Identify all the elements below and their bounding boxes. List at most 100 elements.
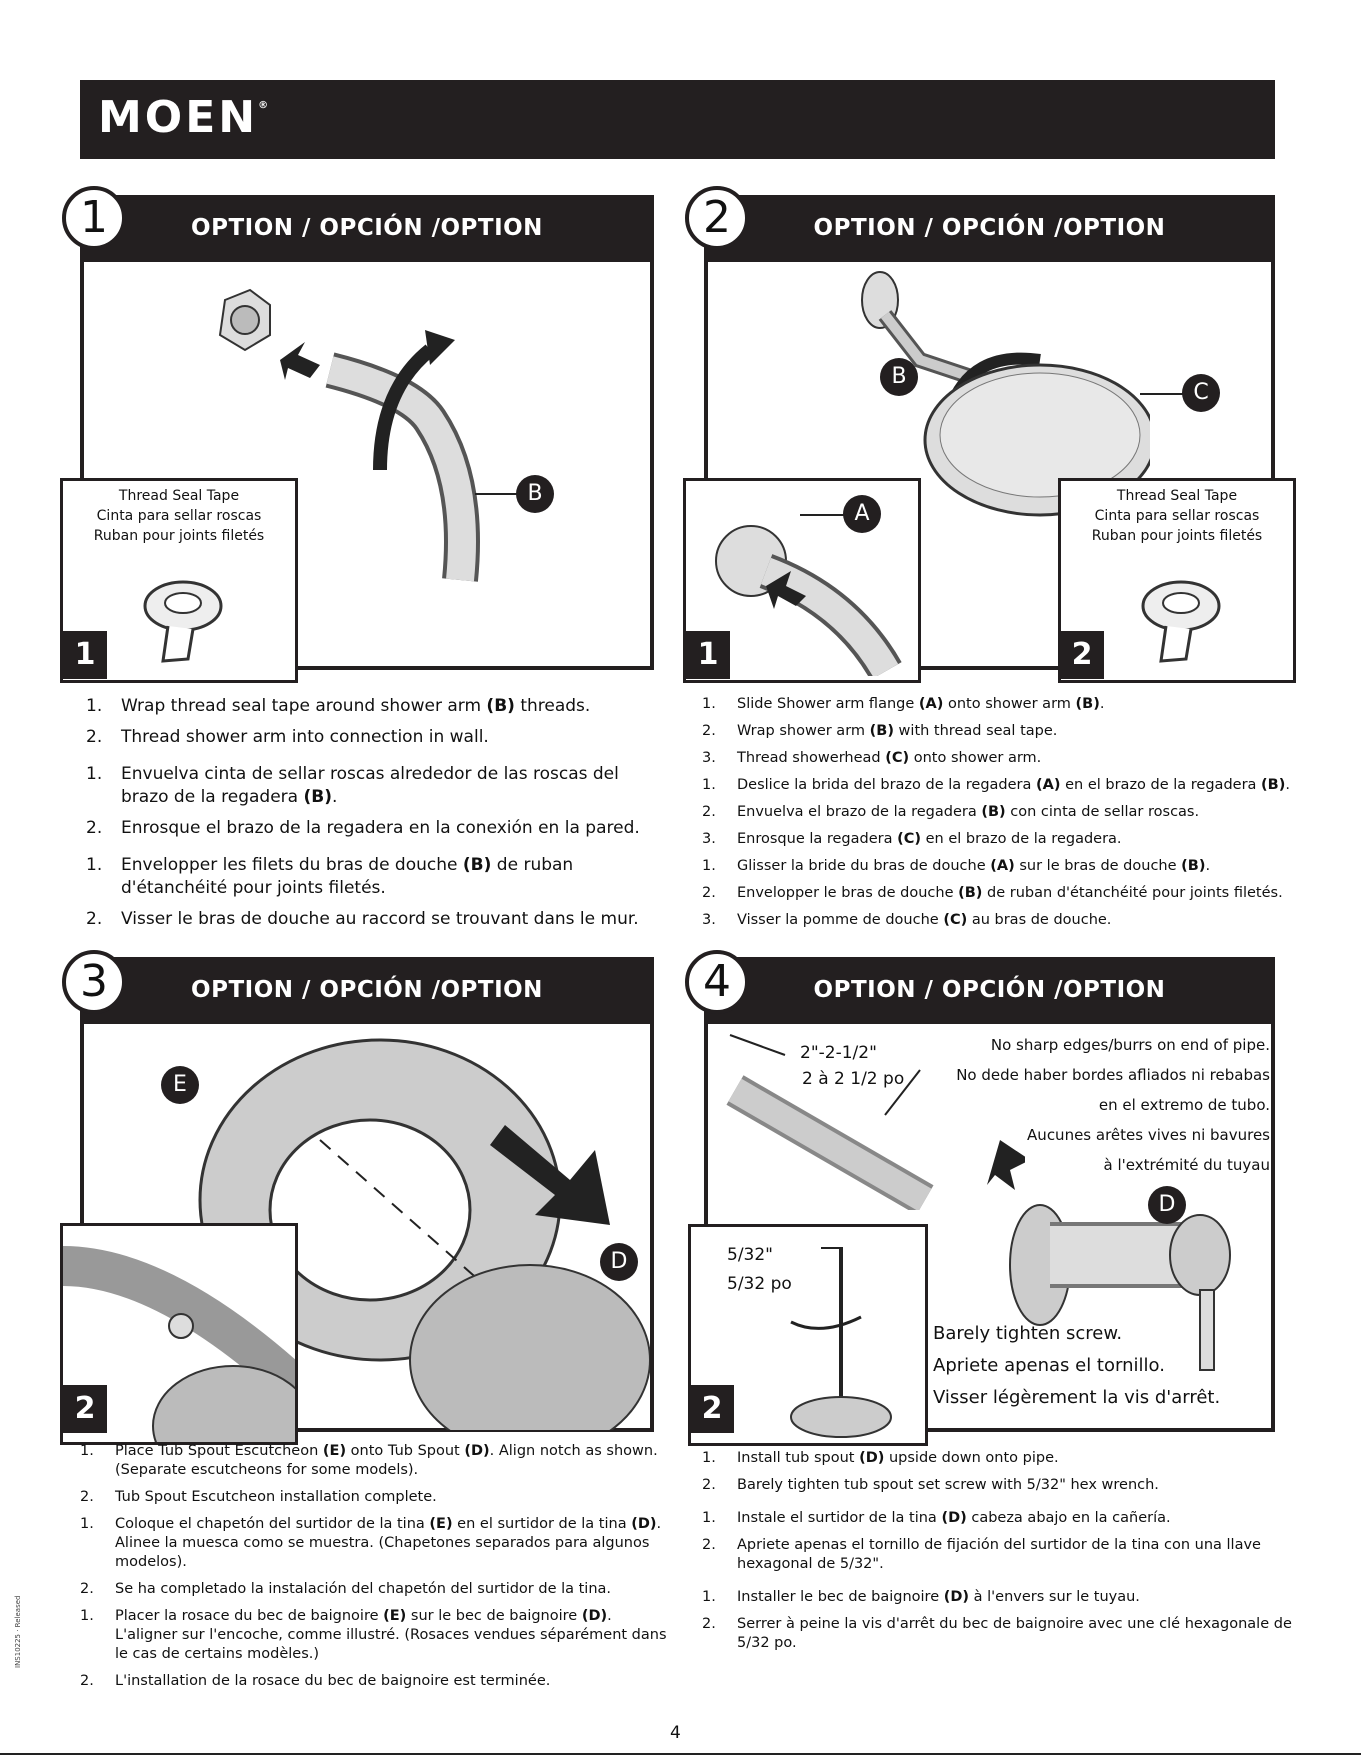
step-badge-2: 2 bbox=[1060, 631, 1104, 679]
panel-1-number: 1 bbox=[62, 186, 126, 250]
moen-logo: MOEN® bbox=[98, 92, 269, 143]
hex-wrench-icon bbox=[790, 1247, 892, 1438]
panel-3-title: OPTION / OPCIÓN /OPTION bbox=[191, 977, 543, 1003]
tape-label-es: Cinta para sellar roscas bbox=[96, 508, 262, 524]
callout-d: D bbox=[1148, 1186, 1186, 1224]
thread-tape-inset: Thread Seal Tape Cinta para sellar rosca… bbox=[1058, 478, 1296, 683]
tighten-note: Barely tighten screw. Apriete apenas el … bbox=[933, 1318, 1220, 1414]
panel-2-number: 2 bbox=[685, 186, 749, 250]
list-item: 3.Thread showerhead (C) onto shower arm. bbox=[702, 750, 1042, 766]
tighten-es: Apriete apenas el tornillo. bbox=[933, 1355, 1165, 1376]
list-item: 2.Se ha completado la instalación del ch… bbox=[80, 1581, 612, 1597]
list-item: 2.Tub Spout Escutcheon installation comp… bbox=[80, 1489, 437, 1505]
list-item: 1.Install tub spout (D) upside down onto… bbox=[702, 1450, 1059, 1466]
list-item: 2.Thread shower arm into connection in w… bbox=[86, 727, 489, 747]
steps-es: 1.Envuelva cinta de sellar roscas alrede… bbox=[86, 763, 666, 840]
tape-roll-icon bbox=[143, 580, 223, 663]
note-es-2: en el extremo de tubo. bbox=[1098, 1096, 1270, 1114]
step-badge-2: 2 bbox=[63, 1385, 107, 1433]
escutcheon-detail bbox=[63, 1246, 295, 1442]
panel-3-header: OPTION / OPCIÓN /OPTION bbox=[80, 957, 654, 1024]
step-badge-1: 1 bbox=[686, 631, 730, 679]
list-item: 1.Envuelva cinta de sellar roscas alrede… bbox=[86, 764, 619, 807]
list-item: 1.Envelopper les filets du bras de douch… bbox=[86, 855, 574, 898]
dimension-label-in: 2"-2-1/2" bbox=[800, 1043, 877, 1063]
list-item: 2.Envuelva el brazo de la regadera (B) c… bbox=[702, 804, 1200, 820]
brand-header-bar bbox=[80, 80, 1275, 159]
panel-4-number: 4 bbox=[685, 950, 749, 1014]
wrench-size-po: 5/32 po bbox=[727, 1274, 792, 1294]
callout-a: A bbox=[843, 495, 881, 533]
tape-label-fr: Ruban pour joints filetés bbox=[93, 528, 265, 544]
tighten-fr: Visser légèrement la vis d'arrêt. bbox=[933, 1387, 1221, 1408]
note-fr-1: Aucunes arêtes vives ni bavures bbox=[1027, 1126, 1270, 1144]
instructions-panel-4: 1.Install tub spout (D) upside down onto… bbox=[702, 1449, 1302, 1661]
step-badge-1: 1 bbox=[63, 631, 107, 679]
tighten-en: Barely tighten screw. bbox=[933, 1323, 1123, 1344]
bottom-rule bbox=[0, 1753, 1361, 1755]
callout-d: D bbox=[600, 1243, 638, 1281]
thread-tape-inset: Thread Seal Tape Cinta para sellar rosca… bbox=[60, 478, 298, 683]
list-item: 2.Enrosque el brazo de la regadera en la… bbox=[86, 818, 640, 838]
showerhead-illustration bbox=[861, 271, 1150, 517]
shower-arm-illustration bbox=[218, 288, 480, 582]
panel-3-number: 3 bbox=[62, 950, 126, 1014]
instructions-panel-3: 1.Place Tub Spout Escutcheon (E) onto Tu… bbox=[80, 1442, 670, 1699]
tape-label-es: Cinta para sellar roscas bbox=[1094, 508, 1260, 524]
dimension-label-po: 2 à 2 1/2 po bbox=[802, 1069, 905, 1089]
wrench-size: 5/32" 5/32 po bbox=[727, 1241, 792, 1299]
steps-panel-4: 1.Install tub spout (D) upside down onto… bbox=[702, 1449, 1302, 1653]
list-item: 2.Apriete apenas el tornillo de fijación… bbox=[702, 1537, 1261, 1572]
wrench-size-in: 5/32" bbox=[727, 1245, 773, 1265]
note-en: No sharp edges/burrs on end of pipe. bbox=[990, 1036, 1270, 1054]
tape-roll-icon bbox=[1141, 580, 1221, 663]
pipe-illustration bbox=[726, 1034, 1025, 1210]
steps-panel-2: 1.Slide Shower arm flange (A) onto showe… bbox=[702, 695, 1302, 930]
panel-1-header: OPTION / OPCIÓN /OPTION bbox=[80, 195, 654, 262]
list-item: 2.Serrer à peine la vis d'arrêt du bec d… bbox=[702, 1616, 1292, 1651]
list-item: 2.Visser le bras de douche au raccord se… bbox=[86, 909, 639, 929]
list-item: 1.Place Tub Spout Escutcheon (E) onto Tu… bbox=[80, 1443, 658, 1478]
list-item: 2.L'installation de la rosace du bec de … bbox=[80, 1673, 551, 1689]
panel-4-title: OPTION / OPCIÓN /OPTION bbox=[813, 977, 1166, 1003]
tub-spout-illustration bbox=[1009, 1204, 1231, 1371]
list-item: 1.Placer la rosace du bec de baignoire (… bbox=[80, 1608, 667, 1662]
tape-label-en: Thread Seal Tape bbox=[1116, 488, 1238, 504]
callout-line bbox=[800, 514, 850, 516]
instructions-panel-1: 1.Wrap thread seal tape around shower ar… bbox=[86, 695, 666, 931]
panel-2-title: OPTION / OPCIÓN /OPTION bbox=[813, 215, 1166, 241]
document-code: INS10225 · Released bbox=[14, 1595, 22, 1668]
tape-label-en: Thread Seal Tape bbox=[118, 488, 240, 504]
step-badge-2: 2 bbox=[690, 1385, 734, 1433]
callout-line bbox=[475, 493, 520, 495]
list-item: 2.Wrap shower arm (B) with thread seal t… bbox=[702, 723, 1058, 739]
steps-fr: 1.Envelopper les filets du bras de douch… bbox=[86, 854, 666, 931]
callout-b: B bbox=[516, 475, 554, 513]
list-item: 3.Enrosque la regadera (C) en el brazo d… bbox=[702, 831, 1122, 847]
note-es-1: No dede haber bordes afliados ni rebabas bbox=[956, 1066, 1270, 1084]
steps-panel-3: 1.Place Tub Spout Escutcheon (E) onto Tu… bbox=[80, 1442, 670, 1691]
list-item: 2.Barely tighten tub spout set screw wit… bbox=[702, 1477, 1159, 1493]
callout-e: E bbox=[161, 1066, 199, 1104]
page-number: 4 bbox=[670, 1723, 681, 1743]
list-item: 1.Slide Shower arm flange (A) onto showe… bbox=[702, 696, 1105, 712]
panel-2-header: OPTION / OPCIÓN /OPTION bbox=[704, 195, 1275, 262]
instructions-panel-2: 1.Slide Shower arm flange (A) onto showe… bbox=[702, 695, 1302, 938]
list-item: 3.Visser la pomme de douche (C) au bras … bbox=[702, 912, 1112, 928]
note-fr-2: à l'extrémité du tuyau bbox=[1103, 1156, 1270, 1174]
pipe-dimension: 2"-2-1/2" 2 à 2 1/2 po bbox=[800, 1040, 904, 1092]
callout-c: C bbox=[1182, 374, 1220, 412]
list-item: 1.Glisser la bride du bras de douche (A)… bbox=[702, 858, 1211, 874]
list-item: 1.Deslice la brida del brazo de la regad… bbox=[702, 777, 1290, 793]
flange-inset bbox=[683, 478, 921, 683]
list-item: 1.Wrap thread seal tape around shower ar… bbox=[86, 696, 591, 716]
list-item: 1.Instale el surtidor de la tina (D) cab… bbox=[702, 1510, 1171, 1526]
tape-label-fr: Ruban pour joints filetés bbox=[1091, 528, 1263, 544]
callout-b: B bbox=[880, 358, 918, 396]
steps-en: 1.Wrap thread seal tape around shower ar… bbox=[86, 695, 666, 749]
list-item: 2.Envelopper le bras de douche (B) de ru… bbox=[702, 885, 1283, 901]
callout-line bbox=[1140, 393, 1200, 395]
panel-4-header: OPTION / OPCIÓN /OPTION bbox=[704, 957, 1275, 1024]
list-item: 1.Coloque el chapetón del surtidor de la… bbox=[80, 1516, 662, 1570]
list-item: 1.Installer le bec de baignoire (D) à l'… bbox=[702, 1589, 1140, 1605]
